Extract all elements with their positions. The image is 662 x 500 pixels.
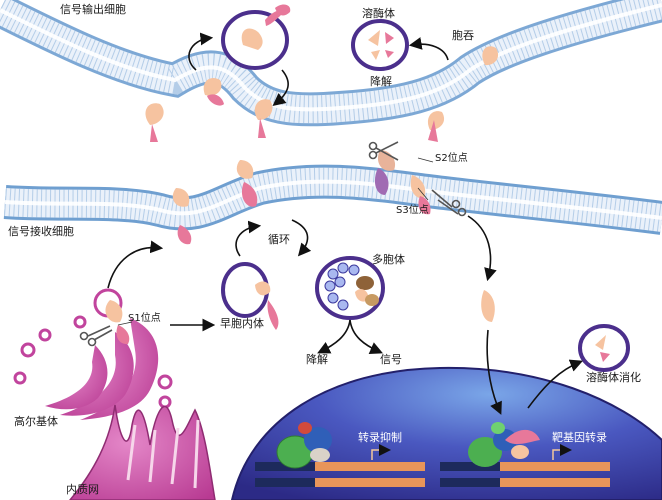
lysosome-digestion-vesicle: [578, 324, 630, 372]
early-endosome: [221, 262, 279, 330]
recycling-label: 循环: [268, 233, 290, 246]
lysosome-degradation-label: 降解: [370, 75, 392, 88]
target-gene-transcription-label: 靶基因转录: [552, 431, 607, 444]
receiving-cell-membrane: [3, 164, 662, 235]
process-arrows: [107, 32, 583, 415]
lysosome-label: 溶酶体: [362, 7, 395, 20]
receptor-proteins: [105, 4, 499, 345]
activator-complex: [468, 422, 540, 467]
er-label: 内质网: [66, 483, 99, 496]
dna-right: [440, 444, 610, 487]
scissors-icon: [79, 141, 467, 347]
degradation-label: 降解: [306, 353, 328, 366]
s1-site-label: S1位点: [128, 313, 161, 324]
golgi-apparatus: [13, 288, 173, 420]
signal-label: 信号: [380, 353, 402, 366]
s2-site-label: S2位点: [435, 153, 468, 164]
early-endosome-label: 早胞内体: [220, 317, 264, 330]
sending-cell-membrane: [0, 0, 662, 127]
lysosome-top: [351, 19, 409, 71]
endoplasmic-reticulum: [69, 404, 216, 500]
golgi-label: 高尔基体: [14, 415, 58, 428]
dna-left: [255, 444, 425, 487]
transcription-repression-label: 转录抑制: [358, 431, 402, 444]
leader-lines: [117, 157, 434, 326]
sending-cell-label: 信号输出细胞: [60, 3, 126, 16]
receiving-cell-label: 信号接收细胞: [8, 225, 74, 238]
repressor-complex: [276, 422, 332, 469]
endocytosis-label: 胞吞: [452, 29, 474, 42]
lysosome-digestion-label: 溶酶体消化: [586, 371, 641, 384]
s3-site-label: S3位点: [396, 205, 429, 216]
top-vesicle: [221, 10, 289, 70]
multivesicular-body-label: 多胞体: [372, 253, 405, 266]
multivesicular-body: [315, 256, 385, 320]
